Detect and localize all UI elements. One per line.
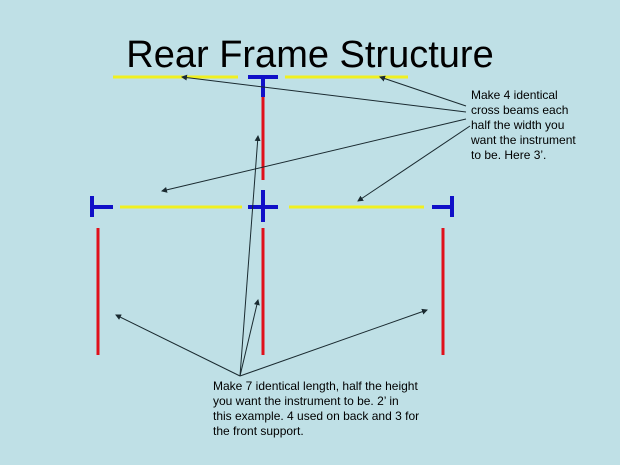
note-line: this example. 4 used on back and 3 for <box>213 409 420 423</box>
annotation-arrows <box>115 74 471 377</box>
note-line: the front support. <box>213 424 304 438</box>
slide-title: Rear Frame Structure <box>126 34 494 76</box>
note-line: you want the instrument to be. 2’ in <box>213 394 399 408</box>
note-line: to be. Here 3’. <box>471 148 547 162</box>
note-line: Make 4 identical <box>471 88 558 102</box>
note-line: half the width you <box>471 118 565 132</box>
note-line: Make 7 identical length, half the height <box>213 379 418 393</box>
joint-connectors <box>90 75 454 222</box>
cross-beam-note: Make 4 identical cross beams each half t… <box>471 88 576 163</box>
leg-note: Make 7 identical length, half the height… <box>213 379 419 439</box>
note-line: cross beams each <box>471 103 569 117</box>
note-line: want the instrument <box>471 133 576 147</box>
